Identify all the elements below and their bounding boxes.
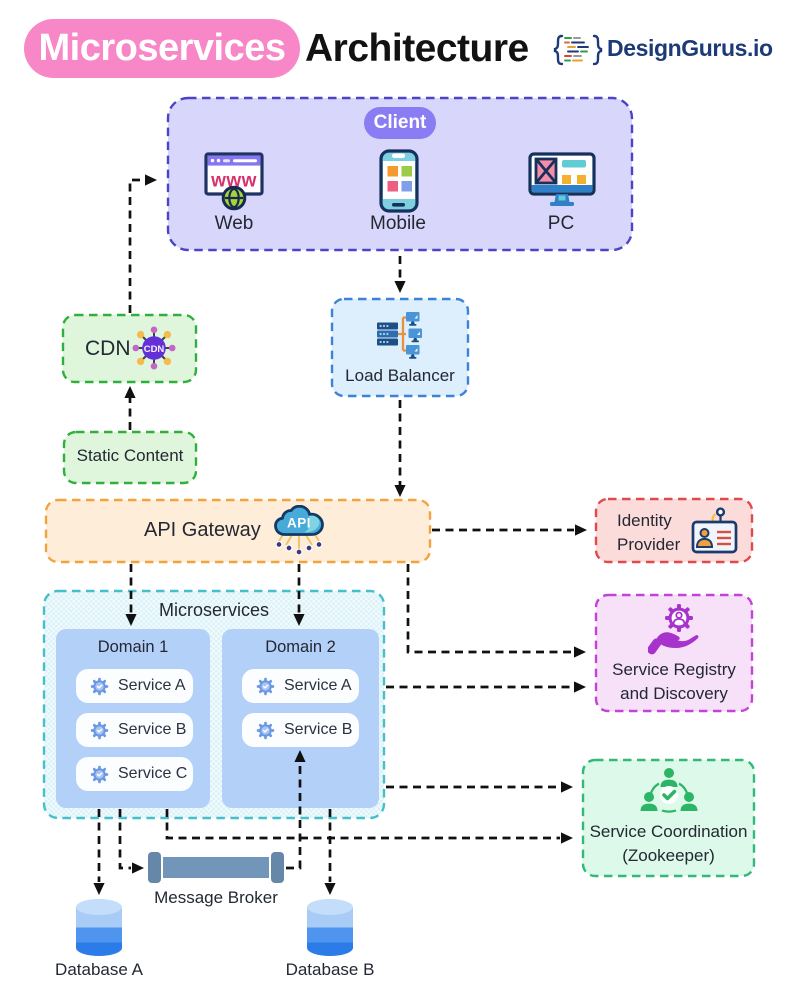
svg-text:API: API bbox=[287, 516, 311, 531]
svg-text:CDN: CDN bbox=[144, 344, 165, 355]
svg-text:www: www bbox=[210, 171, 257, 192]
